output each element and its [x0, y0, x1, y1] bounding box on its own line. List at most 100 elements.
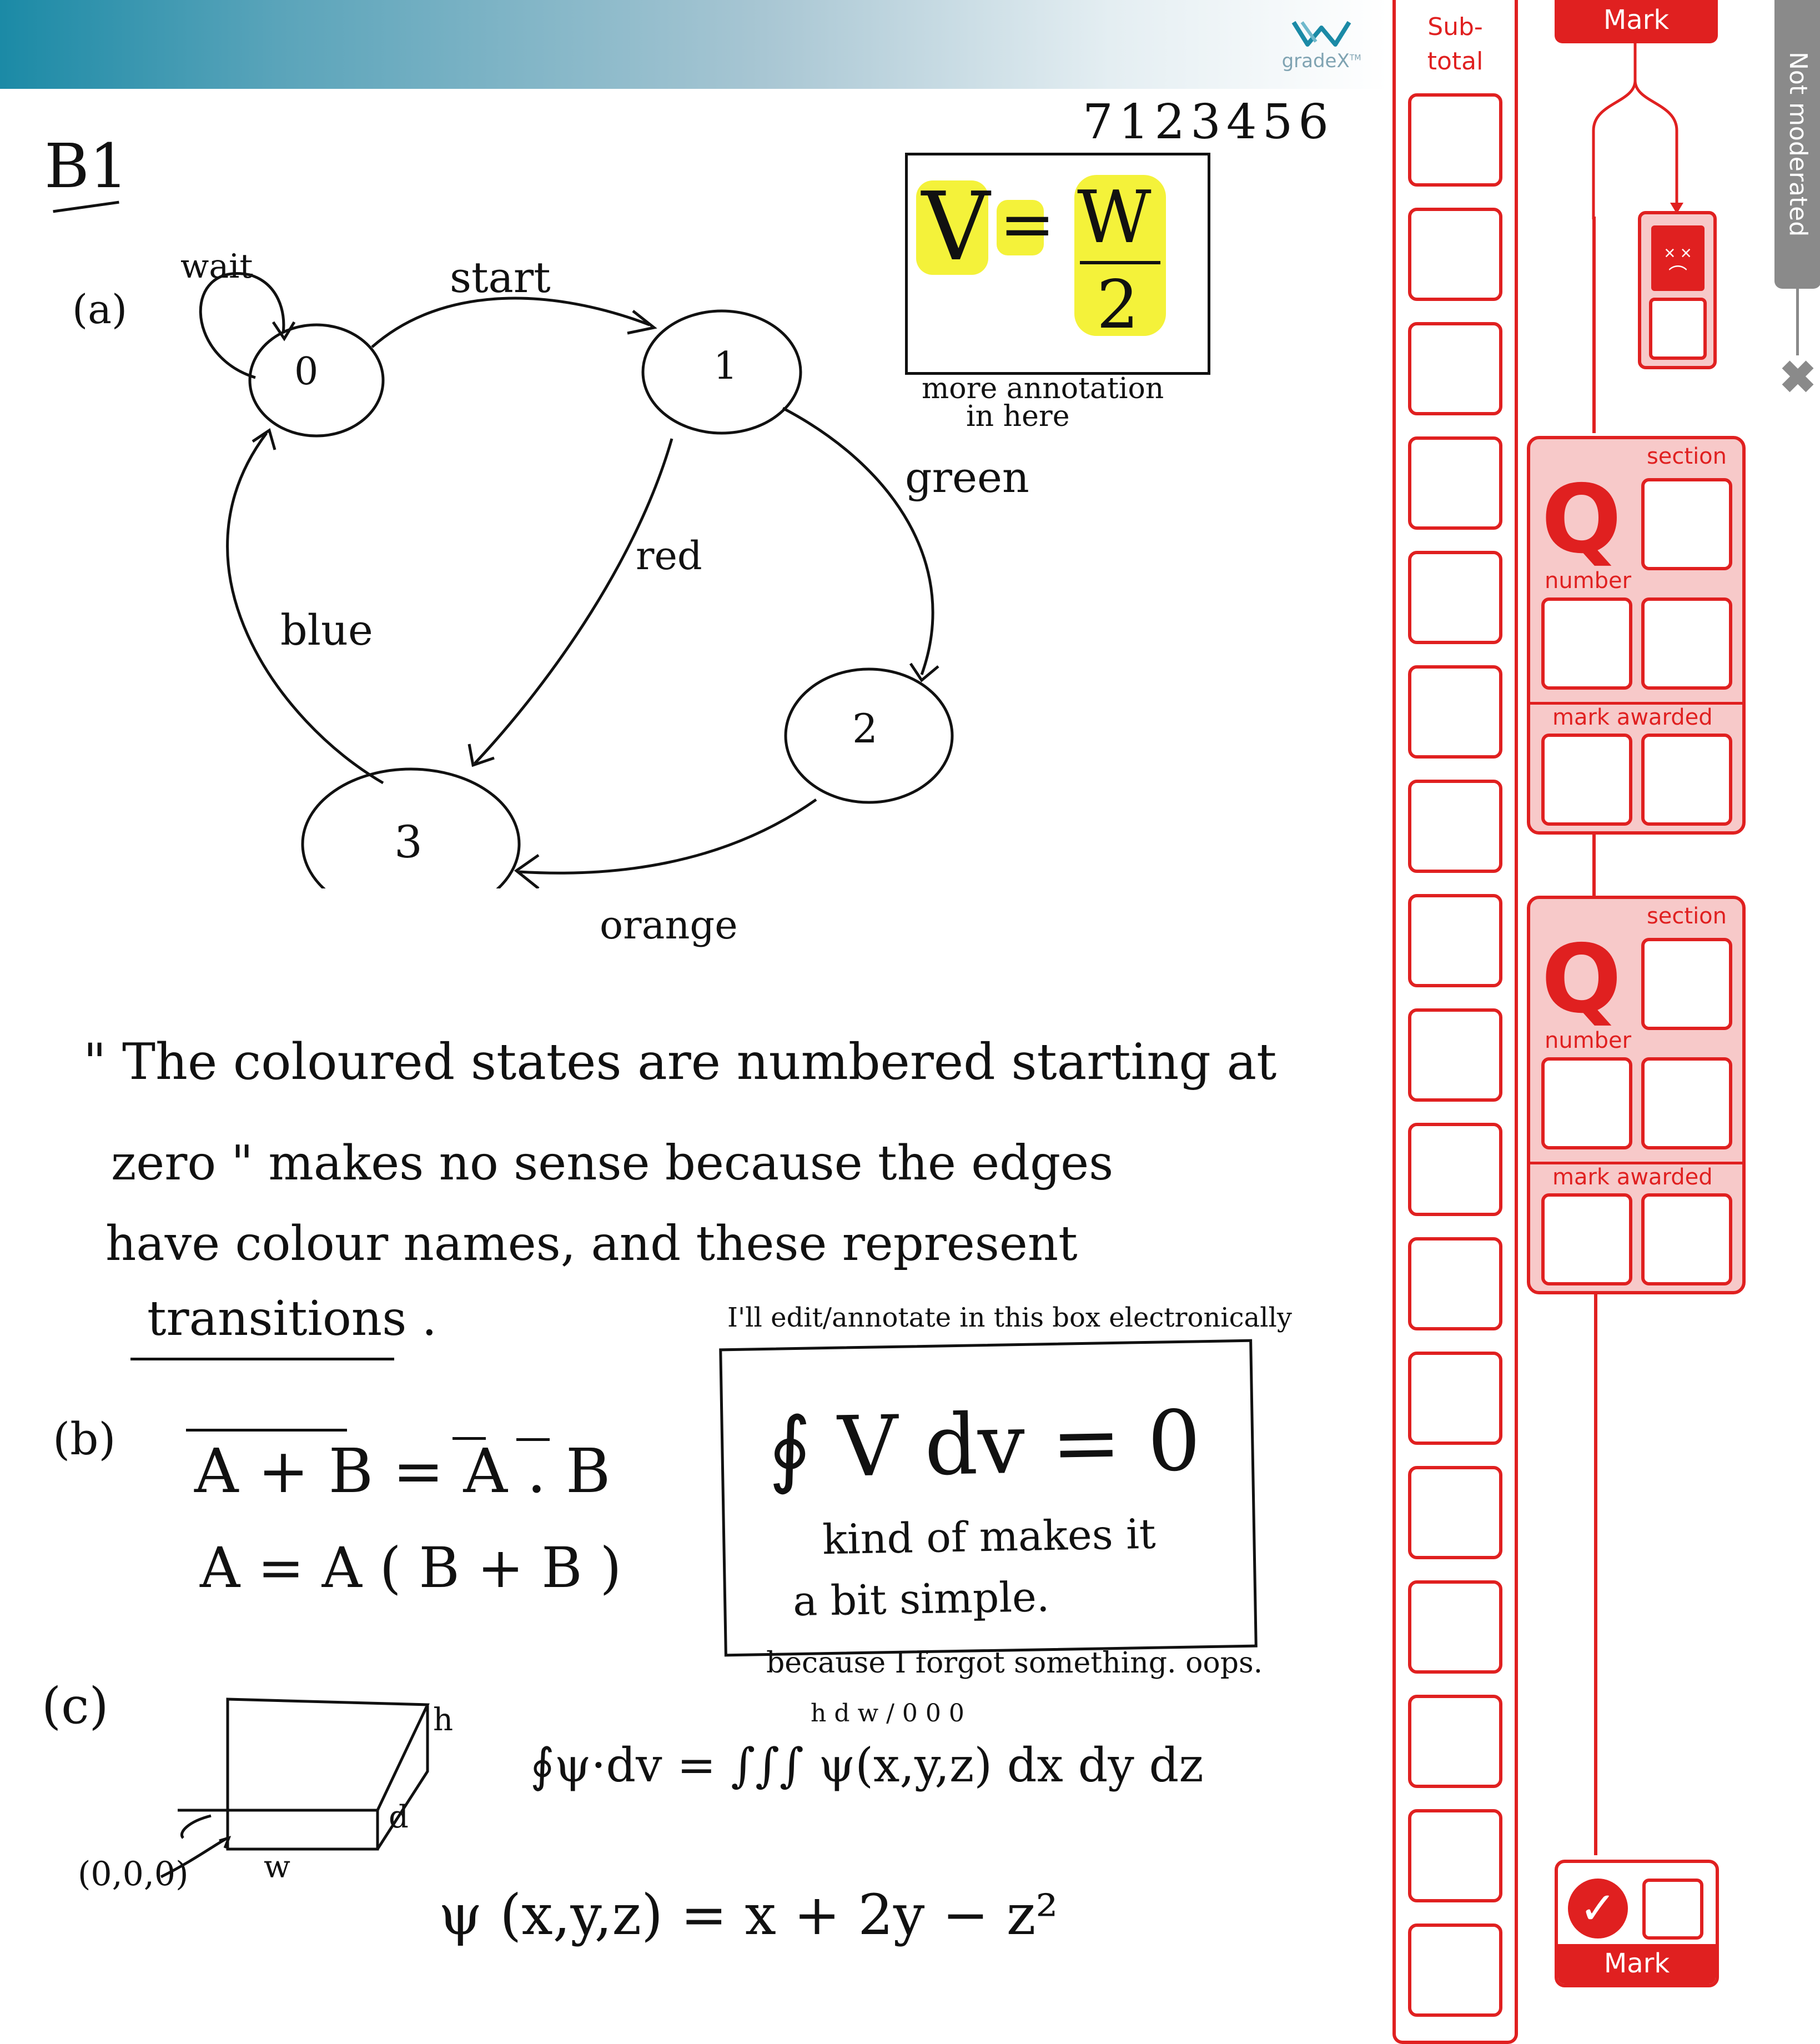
- error-mark-box[interactable]: [1649, 298, 1707, 360]
- subtotal-box[interactable]: [1408, 1123, 1502, 1216]
- answer-underline: [130, 1358, 394, 1360]
- flow-line-2: [1592, 835, 1596, 896]
- subtotal-box[interactable]: [1408, 1809, 1502, 1902]
- edge-start: [371, 297, 650, 348]
- subtotal-box[interactable]: [1408, 1580, 1502, 1674]
- close-icon[interactable]: ✖: [1779, 353, 1817, 402]
- student-id: 7123456: [1083, 94, 1335, 150]
- annotation-box-2[interactable]: ∮ V dv = 0 kind of makes it a bit simple…: [719, 1339, 1258, 1657]
- number-box-1[interactable]: [1541, 1057, 1632, 1149]
- question-label: B1: [44, 130, 128, 202]
- subtotal-box[interactable]: [1408, 436, 1502, 530]
- highlight-v: [916, 180, 988, 275]
- section-label: section: [1646, 903, 1727, 929]
- mark-awarded-box-1[interactable]: [1541, 1193, 1632, 1285]
- part-b-line-1: A + B = A . B: [194, 1435, 611, 1506]
- subtotal-box[interactable]: [1408, 780, 1502, 873]
- answer-line-2: zero " makes no sense because the edges: [111, 1136, 1114, 1191]
- subtotal-box[interactable]: [1408, 1237, 1502, 1330]
- edge-label-orange: orange: [600, 902, 738, 948]
- flow-line-1: [1592, 217, 1596, 433]
- question-card-2[interactable]: section Q number mark awarded: [1527, 896, 1746, 1294]
- subtotal-box[interactable]: [1408, 551, 1502, 644]
- part-a-label: (a): [72, 286, 128, 333]
- subtotal-column: [1392, 0, 1518, 2044]
- subtotal-box[interactable]: [1408, 1008, 1502, 1102]
- error-document-icon: × × ⌒: [1651, 225, 1705, 291]
- gradex-logo: gradeXTM: [1271, 11, 1371, 83]
- number-label: number: [1545, 568, 1632, 594]
- subtotal-box[interactable]: [1408, 322, 1502, 415]
- mark-awarded-box-2[interactable]: [1641, 734, 1732, 826]
- edge-red: [474, 438, 673, 765]
- state-3-circle: [301, 767, 521, 888]
- annotation-2-header: I'll edit/annotate in this box electroni…: [727, 1302, 1292, 1333]
- mark-flow-connector: [1592, 42, 1683, 219]
- mark-awarded-label: mark awarded: [1552, 705, 1713, 730]
- state-0-label: 0: [294, 350, 319, 394]
- part-c-depth-label: d: [389, 1799, 409, 1835]
- highlight-w: [1074, 175, 1166, 336]
- part-c-width-label: w: [264, 1849, 290, 1885]
- annotation-1-caption-line1: more annotation: [922, 372, 1164, 405]
- formula-equals: =: [999, 186, 1055, 263]
- formula-v: V: [922, 172, 990, 282]
- part-c-cuboid: [160, 1698, 430, 1879]
- formula-numerator: W: [1077, 175, 1152, 259]
- flow-line-3: [1594, 1294, 1597, 1855]
- subtotal-box[interactable]: [1408, 93, 1502, 187]
- edge-label-wait: wait: [180, 247, 253, 286]
- subtotal-box[interactable]: [1408, 208, 1502, 301]
- subtotal-box[interactable]: [1408, 665, 1502, 759]
- state-2-label: 2: [852, 705, 878, 752]
- annotation-box-1[interactable]: V = W 2: [905, 153, 1210, 375]
- mark-total-box[interactable]: [1642, 1879, 1703, 1940]
- number-box-2[interactable]: [1641, 1057, 1732, 1149]
- mark-bottom-card[interactable]: ✓ Mark: [1555, 1860, 1719, 1987]
- edge-blue: [226, 432, 384, 785]
- card-divider: [1530, 702, 1742, 705]
- mark-awarded-box-2[interactable]: [1641, 1193, 1732, 1285]
- part-c-psi-definition: ψ (x,y,z) = x + 2y − z²: [439, 1882, 1058, 1947]
- subtotal-box[interactable]: [1408, 1466, 1502, 1559]
- edge-blue-arrowhead: [252, 428, 276, 450]
- section-box[interactable]: [1641, 938, 1732, 1030]
- edge-label-blue: blue: [280, 605, 373, 655]
- question-card-1[interactable]: section Q number mark awarded: [1527, 436, 1746, 835]
- not-moderated-connector: [1796, 289, 1799, 355]
- part-b-overline-left: [186, 1429, 347, 1432]
- formula-fraction-bar: [1080, 261, 1160, 264]
- edge-start-arrowhead: [627, 310, 657, 335]
- part-c-height-label: h: [433, 1702, 454, 1738]
- not-moderated-label: Not moderated: [1784, 52, 1812, 237]
- mark-bottom-label[interactable]: Mark: [1558, 1944, 1716, 1984]
- part-c-integral: ∮ψ·dv = ∫∫∫ ψ(x,y,z) dx dy dz: [530, 1738, 1204, 1792]
- edge-green-arrowhead: [909, 662, 939, 682]
- subtotal-box[interactable]: [1408, 1924, 1502, 2017]
- subtotal-box[interactable]: [1408, 1352, 1502, 1445]
- part-b-overline-b: [516, 1438, 550, 1441]
- part-b-label: (b): [53, 1413, 116, 1465]
- subtotal-box[interactable]: [1408, 894, 1502, 987]
- q-badge: Q: [1541, 925, 1622, 1034]
- subtotal-box[interactable]: [1408, 1695, 1502, 1788]
- number-box-2[interactable]: [1641, 597, 1732, 690]
- annotation-1-caption-line2: in here: [966, 400, 1070, 433]
- subtotal-label: Sub-total: [1427, 13, 1484, 76]
- not-moderated-tab[interactable]: [1774, 0, 1820, 289]
- mark-top-button[interactable]: Mark: [1555, 0, 1718, 43]
- number-box-1[interactable]: [1541, 597, 1632, 690]
- part-c-limits: h d w / 0 0 0: [811, 1699, 964, 1727]
- section-box[interactable]: [1641, 478, 1732, 570]
- part-c-origin: (0,0,0): [78, 1855, 189, 1894]
- state-2-circle: [784, 667, 954, 804]
- state-diagram: [199, 272, 954, 888]
- part-c-label: (c): [42, 1677, 109, 1735]
- error-card[interactable]: × × ⌒: [1638, 211, 1717, 369]
- edge-wait: [199, 272, 285, 379]
- edge-label-green: green: [905, 453, 1029, 502]
- mark-awarded-box-1[interactable]: [1541, 734, 1632, 826]
- highlight-eq: [997, 200, 1044, 255]
- card-divider: [1530, 1162, 1742, 1164]
- edge-label-start: start: [450, 253, 551, 302]
